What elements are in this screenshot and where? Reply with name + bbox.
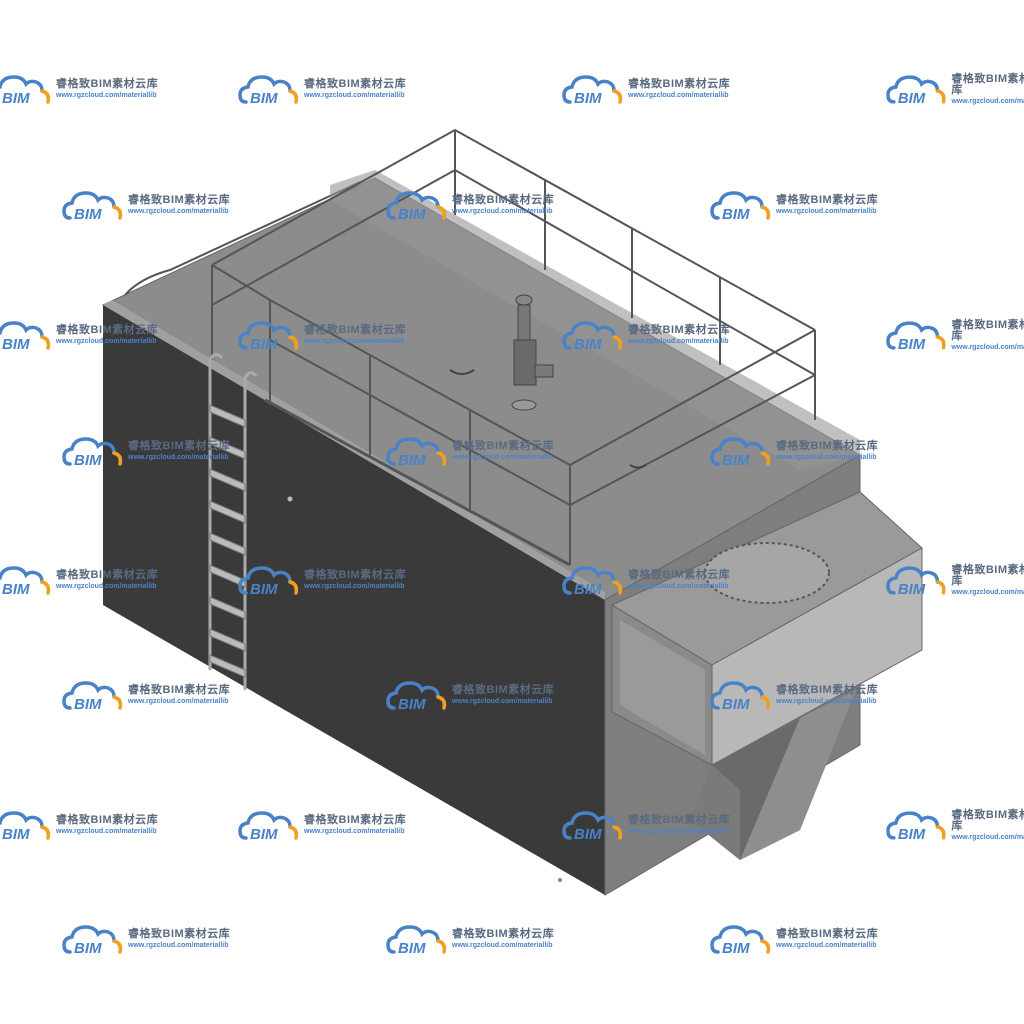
outlet-box-front-inner bbox=[620, 620, 705, 755]
outlet-cone-light bbox=[740, 690, 856, 860]
front-bolt bbox=[287, 496, 293, 502]
valve-outlet bbox=[534, 364, 554, 378]
ladder-rungs bbox=[209, 404, 246, 678]
valve-cap bbox=[515, 294, 533, 306]
tank-back-edge bbox=[124, 181, 361, 296]
tank-top-bevel bbox=[103, 300, 605, 600]
ladder-hook bbox=[243, 371, 258, 379]
handrail bbox=[211, 128, 816, 567]
ladder bbox=[208, 353, 258, 690]
outlet-cone-shade bbox=[690, 765, 740, 860]
valve-base bbox=[511, 399, 537, 411]
relief-valve bbox=[449, 294, 647, 469]
top-fitting bbox=[629, 464, 647, 469]
outlet-box bbox=[610, 491, 923, 860]
outlet-box-side bbox=[711, 547, 923, 766]
valve-stem bbox=[517, 304, 531, 346]
top-fitting bbox=[449, 369, 475, 375]
ladder-hook bbox=[208, 353, 224, 361]
manhole-cover bbox=[704, 542, 830, 604]
handrail-toe-board bbox=[264, 398, 571, 567]
tank-front-face bbox=[103, 305, 605, 895]
front-bolt bbox=[558, 878, 562, 882]
tank-top-raised bbox=[330, 170, 860, 470]
handrail-top-left bbox=[211, 264, 271, 301]
valve-body bbox=[513, 339, 537, 386]
